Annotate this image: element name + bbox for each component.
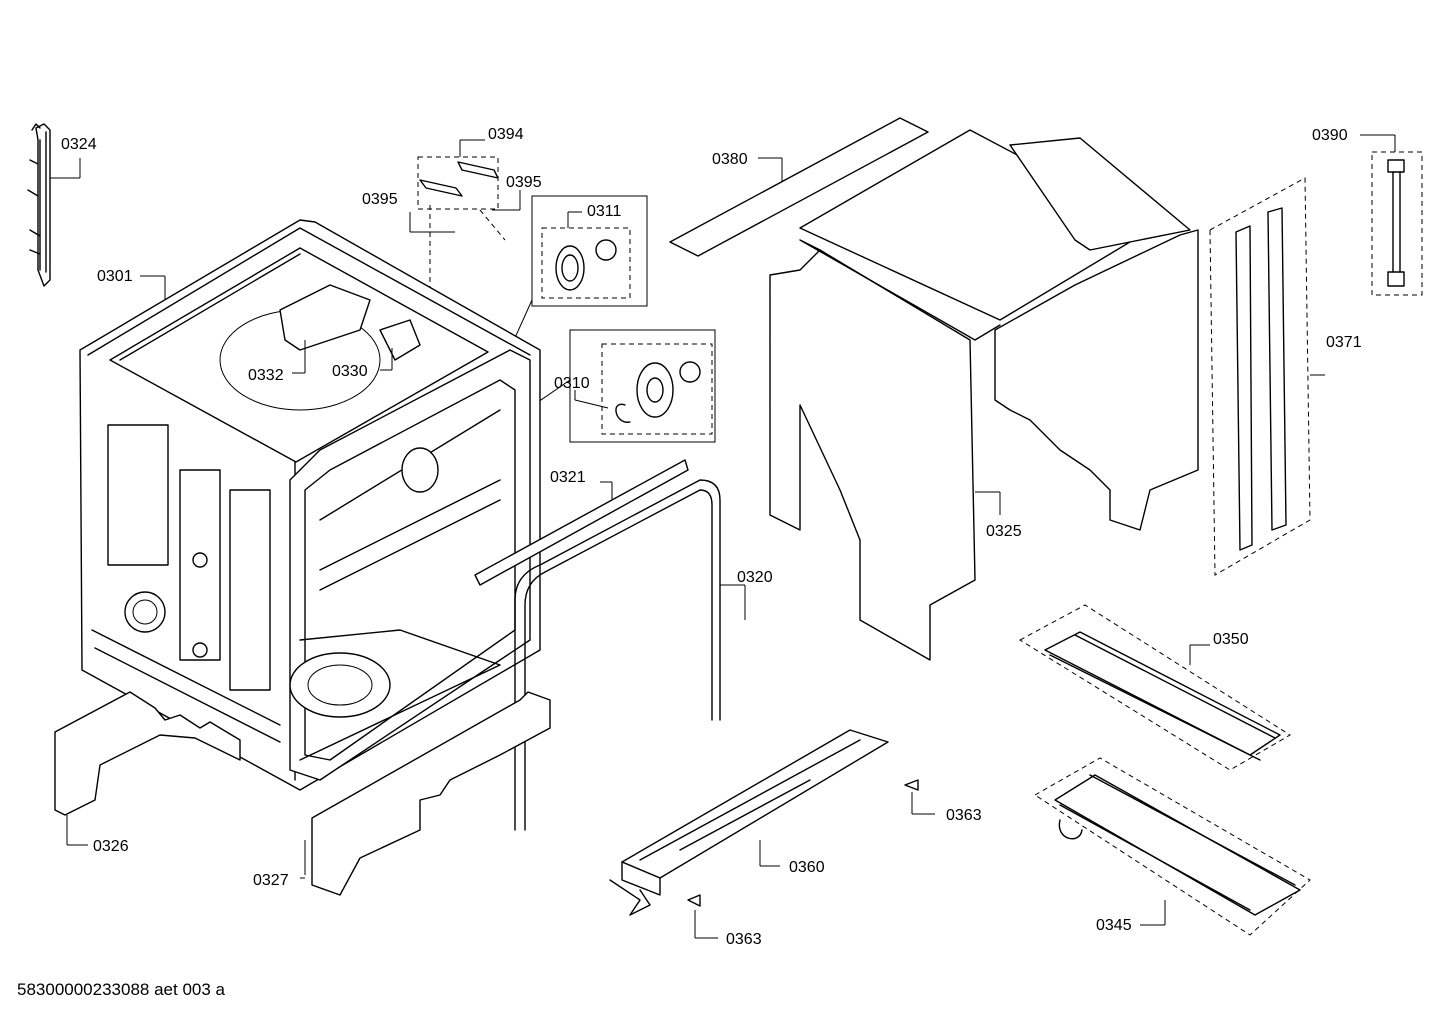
label-0320: 0320: [737, 569, 773, 586]
part-0325-insulation: [769, 129, 1199, 661]
label-0330: 0330: [332, 363, 368, 380]
label-0395-left: 0395: [362, 191, 398, 208]
label-0325: 0325: [986, 523, 1022, 540]
part-0310-inset: [489, 329, 716, 443]
part-0390: [1360, 134, 1423, 296]
part-labels: 0324 0394 0395 0395 0311 0380 0390 0301 …: [61, 126, 1362, 948]
part-0301-tub: [79, 219, 541, 791]
label-0363-left: 0363: [726, 931, 762, 948]
label-0321: 0321: [550, 469, 586, 486]
label-0332: 0332: [248, 367, 284, 384]
document-code: 58300000233088 aet 003 a: [17, 980, 225, 999]
part-0321-strip: [474, 459, 689, 586]
part-0311-inset: [504, 195, 648, 361]
part-0360-tray: [609, 729, 935, 939]
label-0395-right: 0395: [506, 174, 542, 191]
part-0371-rails: [1209, 177, 1325, 576]
label-0390: 0390: [1312, 127, 1348, 144]
label-0380: 0380: [712, 151, 748, 168]
label-0371: 0371: [1326, 334, 1362, 351]
part-0320-gasket: [514, 479, 746, 831]
label-0345: 0345: [1096, 917, 1132, 934]
label-0360: 0360: [789, 859, 825, 876]
label-0310: 0310: [554, 375, 590, 392]
label-0324: 0324: [61, 136, 97, 153]
part-0326-insulation: [54, 691, 241, 846]
label-0394: 0394: [488, 126, 524, 143]
part-0327-insulation: [300, 691, 551, 896]
label-0326: 0326: [93, 838, 129, 855]
part-0350-runner: [1019, 604, 1291, 771]
part-0380-strip: [669, 117, 929, 257]
label-0327: 0327: [253, 872, 289, 889]
label-0311: 0311: [587, 203, 622, 220]
label-0363-right: 0363: [946, 807, 982, 824]
part-0345-runner: [1034, 757, 1311, 936]
label-0350: 0350: [1213, 631, 1249, 648]
label-0301: 0301: [97, 268, 133, 285]
part-0324-rail: [27, 123, 81, 287]
